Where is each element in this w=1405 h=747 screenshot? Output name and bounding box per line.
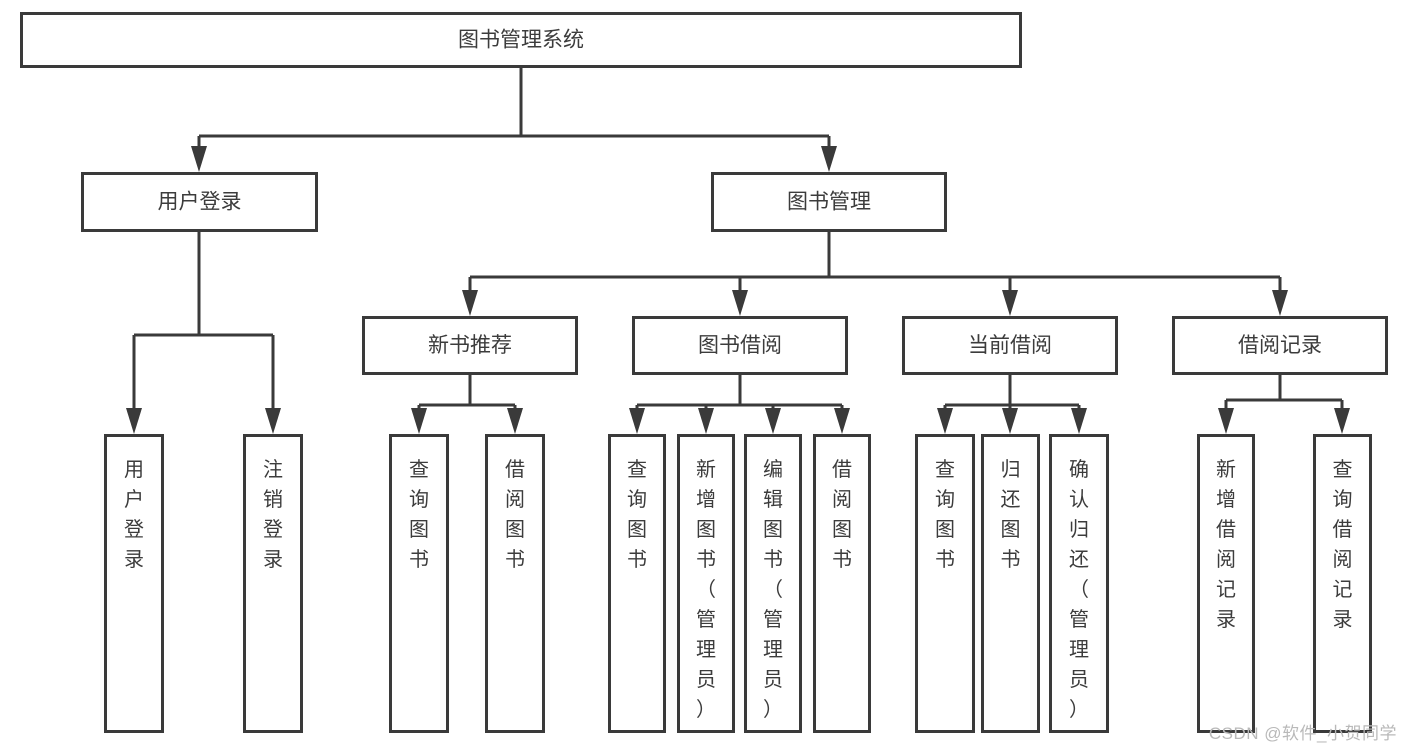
node-label: 图书管理 — [787, 191, 871, 214]
node-box[interactable] — [1172, 316, 1388, 375]
node-box[interactable] — [632, 316, 848, 375]
node-borrow-record[interactable]: 借阅记录 — [1172, 316, 1388, 375]
node-label: 新增图书（管理员） — [696, 458, 716, 721]
edge-newbook-bus — [411, 375, 523, 434]
node-box[interactable] — [608, 434, 666, 733]
node-new-book-rec[interactable]: 新书推荐 — [362, 316, 578, 375]
edge-bookborrow-bus — [629, 375, 850, 434]
arrow-head-icon — [765, 408, 781, 434]
node-label: 查询图书 — [409, 458, 429, 571]
nodes-layer: 图书管理系统用户登录图书管理新书推荐图书借阅当前借阅借阅记录用户登录注销登录查询… — [20, 12, 1388, 733]
node-box[interactable] — [362, 316, 578, 375]
arrow-head-icon — [1002, 290, 1018, 316]
arrow-head-icon — [1272, 290, 1288, 316]
node-label: 图书管理系统 — [458, 29, 584, 52]
arrow-head-icon — [937, 408, 953, 434]
node-leaf-add-record[interactable]: 新增借阅记录 — [1197, 434, 1255, 733]
node-label: 查询图书 — [935, 458, 955, 571]
node-box[interactable] — [485, 434, 545, 733]
node-box[interactable] — [1313, 434, 1372, 733]
arrow-head-icon — [191, 146, 207, 172]
node-book-manage[interactable]: 图书管理 — [711, 172, 947, 232]
node-box[interactable] — [1197, 434, 1255, 733]
node-current-borrow[interactable]: 当前借阅 — [902, 316, 1118, 375]
node-box[interactable] — [711, 172, 947, 232]
node-label: 查询图书 — [627, 458, 647, 571]
node-label: 借阅图书 — [832, 458, 852, 571]
arrow-head-icon — [462, 290, 478, 316]
arrow-head-icon — [1071, 408, 1087, 434]
node-leaf-return-book[interactable]: 归还图书 — [981, 434, 1040, 733]
node-label: 借阅记录 — [1238, 334, 1322, 357]
node-label: 编辑图书（管理员） — [763, 458, 783, 721]
node-label: 新增借阅记录 — [1216, 458, 1236, 631]
node-label: 当前借阅 — [968, 334, 1052, 357]
node-leaf-add-book[interactable]: 新增图书（管理员） — [677, 434, 735, 733]
node-root[interactable]: 图书管理系统 — [20, 12, 1022, 68]
node-leaf-user-logout[interactable]: 注销登录 — [243, 434, 303, 733]
node-box[interactable] — [1049, 434, 1109, 733]
node-leaf-borrow-book-1[interactable]: 借阅图书 — [485, 434, 545, 733]
arrow-head-icon — [732, 290, 748, 316]
node-user-login[interactable]: 用户登录 — [81, 172, 318, 232]
node-label: 查询借阅记录 — [1333, 458, 1353, 631]
arrow-head-icon — [698, 408, 714, 434]
node-box[interactable] — [20, 12, 1022, 68]
node-box[interactable] — [902, 316, 1118, 375]
arrow-head-icon — [1002, 408, 1018, 434]
edge-currentborrow-bus — [937, 375, 1087, 434]
node-leaf-query-record[interactable]: 查询借阅记录 — [1313, 434, 1372, 733]
node-leaf-query-book-2[interactable]: 查询图书 — [608, 434, 666, 733]
edge-bookmanage-bus — [462, 232, 1288, 316]
edge-borrowrecord-bus — [1218, 375, 1350, 434]
node-label: 新书推荐 — [428, 334, 512, 357]
arrow-head-icon — [821, 146, 837, 172]
node-label: 确认归还（管理员） — [1069, 458, 1089, 721]
arrow-head-icon — [265, 408, 281, 434]
node-box[interactable] — [981, 434, 1040, 733]
edge-userlogin-bus — [126, 232, 281, 434]
node-leaf-borrow-book-2[interactable]: 借阅图书 — [813, 434, 871, 733]
connectors-layer — [126, 68, 1350, 434]
node-box[interactable] — [744, 434, 802, 733]
node-box[interactable] — [389, 434, 449, 733]
node-book-borrow[interactable]: 图书借阅 — [632, 316, 848, 375]
arrow-head-icon — [1218, 408, 1234, 434]
node-leaf-user-login[interactable]: 用户登录 — [104, 434, 164, 733]
node-label: 归还图书 — [1001, 458, 1021, 571]
node-label: 借阅图书 — [505, 458, 525, 571]
node-label: 用户登录 — [124, 459, 144, 571]
node-box[interactable] — [81, 172, 318, 232]
node-leaf-confirm-return[interactable]: 确认归还（管理员） — [1049, 434, 1109, 733]
node-label: 用户登录 — [158, 191, 242, 214]
node-box[interactable] — [104, 434, 164, 733]
node-label: 注销登录 — [263, 458, 283, 571]
node-leaf-query-book-3[interactable]: 查询图书 — [915, 434, 975, 733]
node-label: 图书借阅 — [698, 334, 782, 357]
node-box[interactable] — [813, 434, 871, 733]
node-box[interactable] — [915, 434, 975, 733]
edge-root-bus — [191, 68, 837, 172]
arrow-head-icon — [834, 408, 850, 434]
arrow-head-icon — [126, 408, 142, 434]
arrow-head-icon — [1334, 408, 1350, 434]
node-leaf-edit-book[interactable]: 编辑图书（管理员） — [744, 434, 802, 733]
node-box[interactable] — [677, 434, 735, 733]
node-leaf-query-book-1[interactable]: 查询图书 — [389, 434, 449, 733]
arrow-head-icon — [507, 408, 523, 434]
arrow-head-icon — [629, 408, 645, 434]
node-box[interactable] — [243, 434, 303, 733]
arrow-head-icon — [411, 408, 427, 434]
